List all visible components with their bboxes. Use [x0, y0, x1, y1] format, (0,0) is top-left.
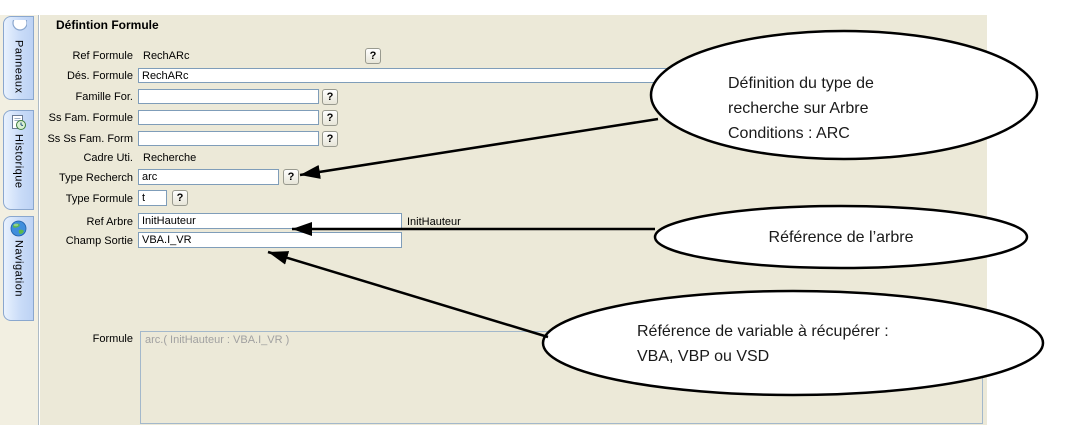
type-formule-input[interactable] [138, 190, 167, 206]
type-recherch-label: Type Recherch [59, 172, 133, 184]
callout-type-recherche-text: Définition du type de recherche sur Arbr… [728, 75, 874, 142]
ref-formule-value: RechARc [143, 50, 190, 62]
cadre-uti-value: Recherche [143, 152, 197, 164]
type-formule-help-button[interactable]: ? [172, 190, 188, 206]
famille-for-input[interactable] [138, 89, 319, 104]
ss-ss-fam-form-input[interactable] [138, 131, 319, 146]
ref-formule-help-button[interactable]: ? [365, 48, 381, 64]
cadre-uti-label: Cadre Uti. [83, 152, 133, 164]
famille-for-help-button[interactable]: ? [322, 89, 338, 105]
sidebar-tab-historique[interactable]: Historique [3, 110, 34, 210]
champ-sortie-label: Champ Sortie [65, 235, 133, 247]
callout-ref-arbre-text: Référence de l’arbre [768, 229, 914, 246]
sidebar-tab-label: Panneaux [12, 40, 25, 94]
ss-ss-fam-form-help-button[interactable]: ? [322, 131, 338, 147]
type-formule-label: Type Formule [65, 193, 133, 205]
ss-fam-formule-help-button[interactable]: ? [322, 110, 338, 126]
ss-ss-fam-form-label: Ss Ss Fam. Form [47, 133, 133, 145]
famille-for-label: Famille For. [75, 91, 133, 103]
ref-formule-label: Ref Formule [72, 50, 133, 62]
sidebar-separator [38, 15, 39, 425]
ss-fam-formule-input[interactable] [138, 110, 319, 125]
des-formule-label: Dés. Formule [66, 70, 133, 82]
type-recherch-help-button[interactable]: ? [283, 169, 299, 185]
ref-arbre-input[interactable] [138, 213, 402, 229]
type-recherch-input[interactable] [138, 169, 279, 185]
sidebar-tab-navigation[interactable]: Navigation [3, 216, 34, 321]
ss-fam-formule-label: Ss Fam. Formule [48, 112, 133, 124]
champ-sortie-input[interactable] [138, 232, 402, 248]
historique-icon [10, 114, 27, 131]
callout-champ-sortie-text: Référence de variable à récupérer : VBA,… [637, 323, 889, 365]
ref-arbre-label: Ref Arbre [86, 216, 133, 228]
sidebar-tab-label: Historique [12, 134, 25, 189]
panneaux-icon [10, 15, 28, 37]
sidebar-tab-panneaux[interactable]: Panneaux [3, 15, 34, 100]
sidebar-tab-label: Navigation [12, 240, 25, 297]
formule-label: Formule [92, 333, 133, 345]
ref-arbre-echo-value: InitHauteur [407, 216, 461, 228]
navigation-globe-icon [10, 220, 27, 237]
page-title: Défintion Formule [56, 18, 159, 32]
